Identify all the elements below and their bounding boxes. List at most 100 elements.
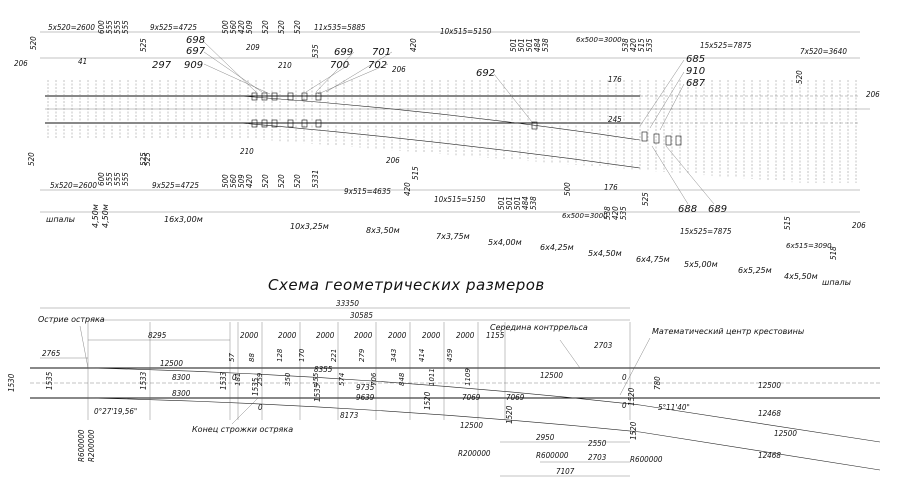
overall-dim: 33350 (336, 299, 359, 308)
dim-text: 501 (517, 38, 526, 52)
part-mark: 701 (372, 47, 391, 58)
svg-text:1520: 1520 (629, 421, 638, 440)
svg-text:0: 0 (622, 401, 627, 410)
offset-dimensions: 5718188259128350170455221574279706343848… (228, 348, 472, 386)
dim-text: 515 (637, 38, 646, 52)
dim-text: 5331 (311, 170, 320, 188)
part-mark: 910 (686, 66, 705, 77)
offset-dim: 57 (228, 353, 236, 362)
dim-text: 555 (121, 172, 130, 186)
sleeper-group: 10x3,25м (290, 222, 329, 231)
offset-dim: 279 (358, 348, 366, 362)
dim-text: 560 (229, 20, 238, 34)
dim-text: 520 (261, 174, 270, 188)
dim-text: 520 (293, 20, 302, 34)
svg-text:780: 780 (653, 376, 662, 390)
svg-text:9639: 9639 (356, 393, 375, 402)
dim-text: 525 (143, 152, 152, 166)
angle-left: 0°27'19,56" (94, 407, 137, 416)
dim-text: 420 (611, 206, 620, 220)
offset-dim: 181 (234, 373, 242, 386)
dim-text: 555 (113, 172, 122, 186)
svg-text:9735: 9735 (356, 383, 375, 392)
dim-text: 520 (277, 20, 286, 34)
svg-text:2000: 2000 (240, 331, 259, 340)
dim-text: 11x535=5885 (314, 23, 366, 32)
sleeper-group: 6x4,25м (540, 243, 574, 252)
svg-text:1533: 1533 (219, 371, 228, 390)
svg-text:2000: 2000 (278, 331, 297, 340)
offset-dim: 455 (312, 372, 320, 386)
dim-text: 520 (29, 36, 38, 50)
svg-text:12468: 12468 (758, 451, 781, 460)
dim-text: 7x520=3640 (800, 47, 847, 56)
svg-text:12500: 12500 (774, 429, 797, 438)
part-mark: 210 (240, 147, 254, 156)
dim-text: 9x515=4635 (344, 187, 391, 196)
blade-heel-label: Конец строжки остряка (192, 425, 293, 434)
overall-dim: 30585 (350, 311, 373, 320)
svg-text:8300: 8300 (172, 389, 191, 398)
dim-text: 420 (403, 182, 412, 196)
dim-text: 15x525=7875 (680, 227, 732, 236)
part-mark: 245 (608, 115, 622, 124)
dim-text: 515 (411, 166, 420, 180)
svg-text:8355: 8355 (314, 365, 333, 374)
sleepers (47, 80, 857, 183)
sleeper-group: 7x3,75м (436, 232, 470, 241)
radius-label: R600000 (77, 429, 86, 462)
right-dimensions: 206 520 515 206 518 (783, 70, 880, 260)
part-mark: 206 (386, 156, 400, 165)
geometry-scheme: 33350 30585 8295 2765 Острие остряка Кон… (7, 299, 881, 477)
dim-text: 500 (221, 174, 230, 188)
part-mark: 688 (678, 204, 697, 215)
dim-text: 6x500=3000 (576, 36, 622, 44)
dim-text: 420 (629, 38, 638, 52)
dim-text: 206 (866, 90, 880, 99)
radius-label: R200000 (87, 429, 96, 462)
dim-text: 520 (277, 174, 286, 188)
dim-text: 560 (229, 174, 238, 188)
part-mark: 700 (330, 60, 349, 71)
part-mark: 689 (708, 204, 727, 215)
svg-text:1535: 1535 (45, 371, 54, 390)
dim-text: 538 (621, 38, 630, 52)
track-dimensions: 12500 8300 8300 8355 9735 9639 8173 7069… (160, 359, 797, 477)
dim-text: 484 (521, 196, 530, 210)
dim-text: 535 (645, 38, 654, 52)
dim-text: 15x525=7875 (700, 41, 752, 50)
offset-dim: 1011 (428, 368, 436, 386)
svg-text:2000: 2000 (316, 331, 335, 340)
dim-text: 518 (829, 246, 838, 260)
dim-text: 420 (237, 20, 246, 34)
sleeper-group: 4x5,50м (784, 272, 818, 281)
dim-text: 509 (237, 174, 246, 188)
sleeper-group: 5x4,00м (488, 238, 522, 247)
svg-text:1535: 1535 (313, 383, 322, 402)
svg-text:7069: 7069 (506, 393, 525, 402)
svg-text:12500: 12500 (160, 359, 183, 368)
svg-text:0: 0 (622, 373, 627, 382)
part-marks: 698 697 909 297 209 210 699 700 701 702 … (152, 35, 727, 215)
dim-text: 520 (27, 152, 36, 166)
svg-text:8300: 8300 (172, 373, 191, 382)
part-mark: 687 (686, 78, 706, 89)
svg-text:7069: 7069 (462, 393, 481, 402)
dim-text: 535 (619, 206, 628, 220)
sleeper-group: 4,50м (91, 204, 100, 228)
dim-text: 420 (245, 174, 254, 188)
part-mark: 297 (152, 60, 172, 71)
dim-text: 600 (97, 172, 106, 186)
dim-text: 500 (563, 182, 572, 196)
dim-text: 484 (533, 38, 542, 52)
check-rail-mid-label: Середина контррельса (490, 323, 588, 332)
svg-text:2000: 2000 (354, 331, 373, 340)
dim-text: 555 (105, 20, 114, 34)
svg-text:1520: 1520 (423, 391, 432, 410)
part-mark: 210 (278, 61, 292, 70)
sleeper-group: шпалы (46, 215, 75, 224)
diverging-track-line-2 (239, 122, 641, 169)
curve-rail-1 (87, 367, 881, 443)
ordinate-lines (87, 322, 631, 420)
